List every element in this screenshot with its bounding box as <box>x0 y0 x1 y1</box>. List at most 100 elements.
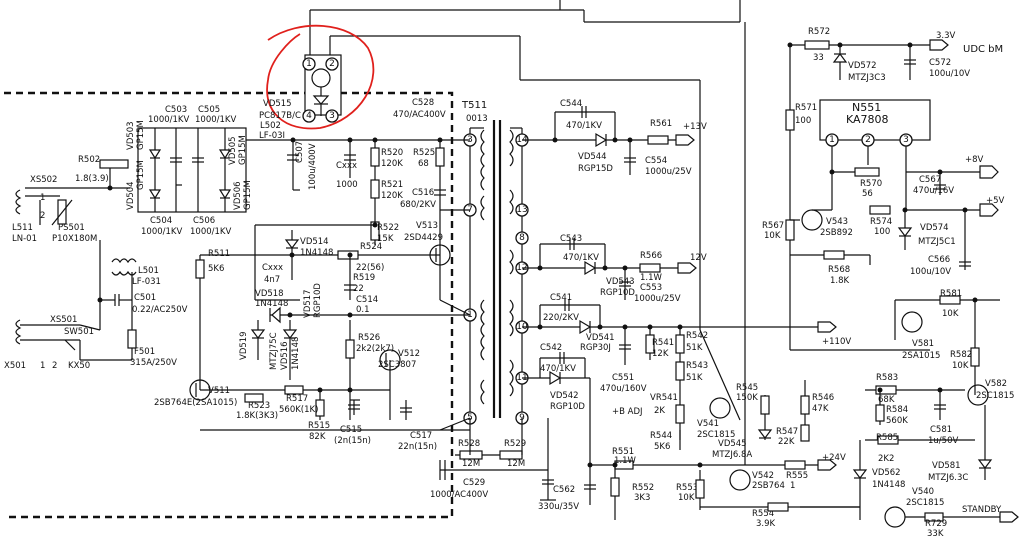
ps501-code: P10X180M <box>52 234 97 244</box>
c572-ref: C572 <box>929 58 951 68</box>
vd541-ref: VD541 <box>586 333 615 343</box>
c543-value: 470/1KV <box>563 253 599 263</box>
r552-value: 3K3 <box>634 493 650 503</box>
c516-value: 680/2KV <box>400 200 436 210</box>
r572-value: 33 <box>813 53 824 63</box>
c517-ref: C517 <box>410 431 432 441</box>
pin-label: 13 <box>516 205 527 215</box>
v33-label: 3.3V <box>936 31 956 41</box>
v513-code: 2SD4429 <box>404 233 443 243</box>
r585-ref: R585 <box>876 433 898 443</box>
highlight-circle <box>266 24 375 130</box>
r553-ref: R553 <box>676 483 698 493</box>
c529-value: 1000/AC400V <box>430 490 488 500</box>
output-terminals <box>675 39 1019 523</box>
c542-ref: C542 <box>540 343 562 353</box>
v581-ref: V581 <box>912 339 934 349</box>
t511-code: 0013 <box>466 114 488 124</box>
c553-value: 1000u/25V <box>634 294 681 304</box>
r525-ref: R525 <box>413 148 435 158</box>
v512-ref: V512 <box>398 349 420 359</box>
ps501-ref: PS501 <box>58 223 85 233</box>
vr541-ref: VR541 <box>650 393 678 403</box>
r570-value: 56 <box>862 189 873 199</box>
r544-value: 5K6 <box>654 442 670 452</box>
r526-value: 2k2(2k7) <box>356 344 394 354</box>
r546-value: 47K <box>812 404 829 414</box>
x501-ref: X501 <box>4 361 26 371</box>
v512-code: 2SC3807 <box>378 360 416 370</box>
r519-ref: R519 <box>353 273 375 283</box>
c517-value: 22n(15n) <box>398 442 437 452</box>
cxxx2-value: 4n7 <box>264 275 280 285</box>
r541-value: 12K <box>652 349 669 359</box>
v511-ref: V511 <box>208 386 230 396</box>
l502-code: LF-03I <box>259 131 285 141</box>
r524-ref: R524 <box>360 242 382 252</box>
r729-value: 33K <box>927 529 944 539</box>
vd518-ref: VD518 <box>255 289 284 299</box>
primary-side-boundary <box>4 91 454 519</box>
c544-ref: C544 <box>560 99 582 109</box>
r517-ref: R517 <box>286 394 308 404</box>
r541-ref: R541 <box>652 338 674 348</box>
r545-ref: R545 <box>736 383 758 393</box>
c543-ref: C543 <box>560 234 582 244</box>
c501-ref: C501 <box>134 293 156 303</box>
n551-code: KA7808 <box>846 113 889 126</box>
vd516-code: 1N4148 <box>291 337 301 370</box>
l511-ref: L511 <box>12 223 33 233</box>
vd517-ref: VD517 <box>303 289 313 318</box>
plus8v-label: +8V <box>965 155 984 165</box>
c567-value: 470u/16V <box>913 186 954 196</box>
r521-ref: R521 <box>381 180 403 190</box>
plus110v-label: +110V <box>822 337 851 347</box>
vd519-code: MTZJ75C <box>269 332 279 370</box>
c562-value: 330u/35V <box>538 502 579 512</box>
r571-value: 100 <box>795 116 811 126</box>
r568-ref: R568 <box>828 265 850 275</box>
v582-ref: V582 <box>985 379 1007 389</box>
r567-value: 10K <box>764 231 781 241</box>
r554-ref: R554 <box>752 509 774 519</box>
r523-ref: R523 <box>248 401 270 411</box>
c542-value: 470/1KV <box>540 364 576 374</box>
transistor-v512 <box>379 349 401 371</box>
r543-ref: R543 <box>686 361 708 371</box>
kx50-code: KX50 <box>68 361 90 371</box>
vd505-ref: VD505 <box>228 136 238 165</box>
r520-value: 120K <box>381 159 403 169</box>
v582-code: 2SC1815 <box>976 391 1014 401</box>
transistor-v513 <box>429 244 451 266</box>
standby-label: STANDBY <box>962 505 1002 515</box>
regulator-section: 1 2 3 <box>519 0 1010 528</box>
r525-value: 68 <box>418 159 429 169</box>
junctions <box>97 42 978 468</box>
plus5v-label: +5V <box>986 196 1005 206</box>
c514-value: 0.1 <box>356 305 370 315</box>
c553-ref: C553 <box>640 283 662 293</box>
v543-ref: V543 <box>826 217 848 227</box>
r555-value: 1 <box>790 481 795 491</box>
v581-code: 2SA1015 <box>902 351 940 361</box>
transformer-t511 <box>469 120 523 418</box>
r543-value: 51K <box>686 373 703 383</box>
opto-pin-3: 3 <box>329 111 335 121</box>
xs501-pin-2: 2 <box>52 361 57 371</box>
r555-ref: R555 <box>786 471 808 481</box>
r729-ref: R729 <box>925 519 947 529</box>
c516-ref: C516 <box>412 188 434 198</box>
r528-ref: R528 <box>458 439 480 449</box>
xs502-ref: XS502 <box>30 175 57 185</box>
r566-value: 1.1W <box>640 273 663 283</box>
r585-value: 2K2 <box>878 454 894 464</box>
v543-code: 2SB892 <box>820 228 853 238</box>
vd572-ref: VD572 <box>848 61 877 71</box>
vd545-code: MTZJ6.8A <box>712 450 752 460</box>
r502-ref: R502 <box>78 155 100 165</box>
vd543-ref: VD543 <box>606 277 635 287</box>
l501-ref: L501 <box>138 266 159 276</box>
xs502-pin-2: 2 <box>40 211 45 221</box>
vd514-ref: VD514 <box>300 237 329 247</box>
r521-value: 120K <box>381 191 403 201</box>
